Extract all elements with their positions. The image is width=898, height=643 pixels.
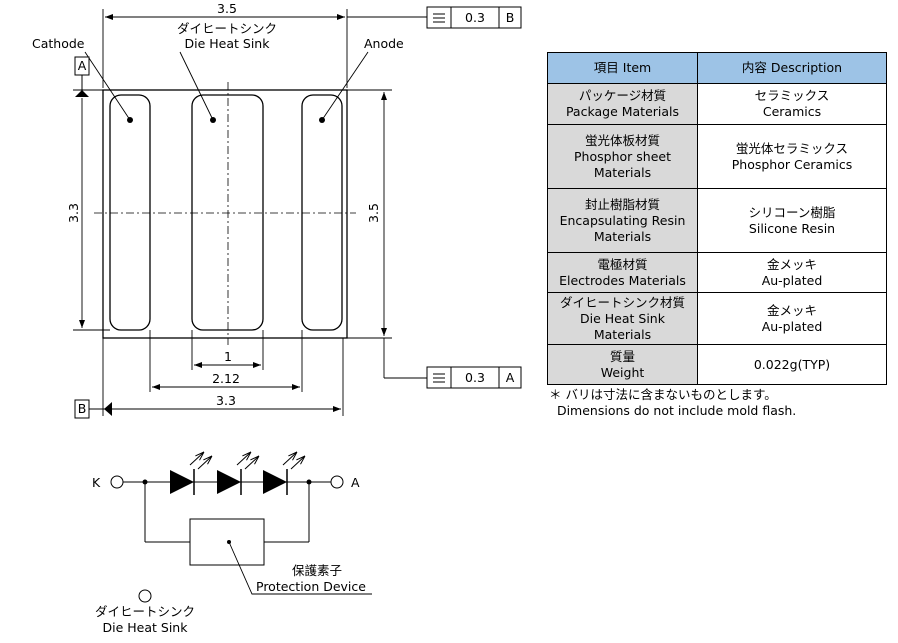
- note-line-en: Dimensions do not include mold flash.: [549, 403, 797, 418]
- heatsink-pad: [191, 94, 264, 331]
- datum-a-label: A: [78, 58, 87, 73]
- mold-flash-note: ＊ バリは寸法に含まないものとします。 Dimensions do not in…: [549, 387, 796, 419]
- protection-label-en: Protection Device: [256, 579, 366, 594]
- led-2: [217, 452, 259, 495]
- heatsink-terminal-jp: ダイヒートシンク: [95, 604, 195, 619]
- dimension-right: [347, 89, 427, 379]
- heatsink-label-jp: ダイヒートシンク: [177, 21, 277, 36]
- dim-top-text: 3.5: [217, 1, 237, 16]
- heatsink-terminal: [138, 589, 152, 603]
- frame-top-datum: B: [506, 10, 515, 25]
- heatsink-terminal-en: Die Heat Sink: [103, 620, 189, 635]
- header-item: 項目 Item: [547, 52, 698, 84]
- led-3: [263, 452, 305, 495]
- datum-b-label: B: [78, 401, 87, 416]
- dimension-bottom: [74, 338, 344, 419]
- anode-label: Anode: [364, 36, 404, 51]
- dim-left-text: 3.3: [66, 203, 81, 223]
- note-line-jp: ＊ バリは寸法に含まないものとします。: [549, 387, 777, 402]
- frame-bottom-datum: A: [506, 370, 515, 385]
- heatsink-label-en: Die Heat Sink: [185, 36, 271, 51]
- tolerance-frame-top: [426, 6, 522, 29]
- frame-bottom-value: 0.3: [465, 370, 485, 385]
- datum-a: [74, 56, 90, 97]
- dimension-heatsink-width: [191, 330, 264, 370]
- frame-top-value: 0.3: [465, 10, 485, 25]
- dim-pitch-text: 2.12: [212, 371, 240, 386]
- circuit-k-label: K: [92, 475, 101, 490]
- desc-cell: 0.022g(TYP): [697, 344, 887, 385]
- protection-label-jp: 保護素子: [292, 563, 342, 578]
- dim-bottom-text: 3.3: [216, 393, 236, 408]
- led-1: [170, 452, 212, 495]
- dimension-top: [102, 9, 427, 88]
- package-outline: [94, 82, 356, 345]
- circuit-diagram: [110, 452, 372, 603]
- anode-pad: [301, 94, 343, 331]
- dim-heatsink-text: 1: [224, 349, 232, 364]
- leader-lines: [84, 51, 369, 121]
- dim-right-text: 3.5: [366, 203, 381, 223]
- dimension-pitch: [149, 330, 303, 392]
- dimension-left: [73, 89, 110, 331]
- cathode-label: Cathode: [32, 36, 85, 51]
- cathode-pad: [109, 94, 151, 331]
- circuit-a-label: A: [351, 475, 360, 490]
- header-description: 内容 Description: [697, 52, 887, 84]
- tolerance-frame-bottom: [426, 366, 522, 389]
